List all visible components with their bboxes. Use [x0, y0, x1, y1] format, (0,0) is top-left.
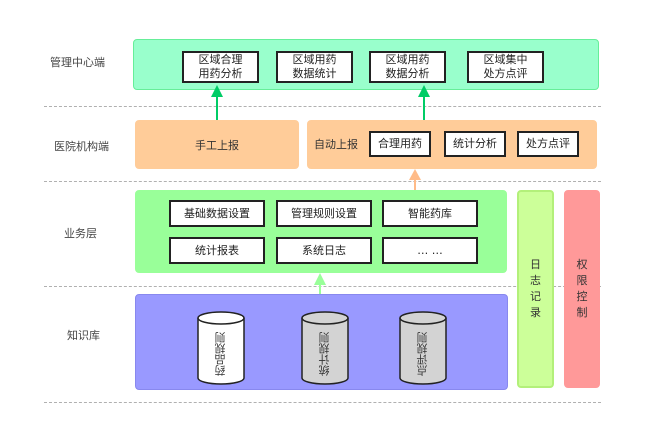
arrow-business-to-auto	[409, 169, 421, 190]
database-stat-rules-icon	[301, 311, 349, 385]
business-box-stat-reports: 统计报表	[169, 237, 265, 264]
permission-char: 权	[576, 258, 588, 271]
arrow-auto-to-management	[418, 85, 430, 120]
database-drug-rules-icon	[197, 311, 245, 385]
manual-report-panel	[135, 120, 299, 169]
auto-box-statistics: 统计分析	[444, 131, 506, 157]
log-char: 日	[530, 258, 541, 271]
permission-panel-label: 权 限 控 制	[564, 190, 600, 388]
log-panel	[517, 190, 554, 388]
permission-char: 制	[576, 306, 588, 319]
arrow-manual-to-management	[211, 85, 223, 120]
row-label-hospital: 医院机构端	[54, 140, 109, 153]
auto-box-prescription-review: 处方点评	[517, 131, 579, 157]
permission-panel	[564, 190, 600, 388]
management-box-drug-statistics: 区域用药 数据统计	[276, 51, 353, 83]
permission-char: 控	[576, 290, 588, 303]
divider-3	[44, 286, 601, 287]
business-box-basic-data: 基础数据设置	[169, 200, 265, 227]
manual-report-label: 手工上报	[195, 138, 239, 152]
divider-4	[44, 402, 601, 403]
log-char: 志	[530, 274, 541, 287]
database-review-rules-icon	[399, 311, 447, 385]
log-char: 记	[530, 290, 541, 303]
business-box-rule-settings: 管理规则设置	[276, 200, 372, 227]
log-panel-label: 日 志 记 录	[517, 190, 554, 388]
management-box-drug-analysis: 区域用药 数据分析	[369, 51, 446, 83]
management-box-rational-analysis: 区域合理 用药分析	[182, 51, 259, 83]
business-box-more: … …	[382, 237, 478, 264]
auto-report-label: 自动上报	[314, 138, 358, 151]
management-box-prescription-review: 区域集中 处方点评	[467, 51, 544, 83]
database-review-rules-label: 点评规则	[416, 332, 429, 376]
row-label-business: 业务层	[64, 227, 97, 240]
divider-1	[44, 106, 601, 107]
business-box-system-log: 系统日志	[276, 237, 372, 264]
divider-2	[44, 181, 601, 182]
business-box-smart-pharmacy: 智能药库	[382, 200, 478, 227]
row-label-knowledge: 知识库	[67, 329, 100, 342]
log-char: 录	[530, 306, 541, 319]
database-drug-rules-label: 药品规则	[214, 332, 227, 376]
database-stat-rules-label: 统计规则	[318, 332, 331, 376]
permission-char: 限	[576, 274, 588, 287]
auto-box-rational-drug: 合理用药	[369, 131, 431, 157]
row-label-management: 管理中心端	[50, 56, 105, 69]
arrow-knowledge-to-business	[314, 273, 326, 294]
